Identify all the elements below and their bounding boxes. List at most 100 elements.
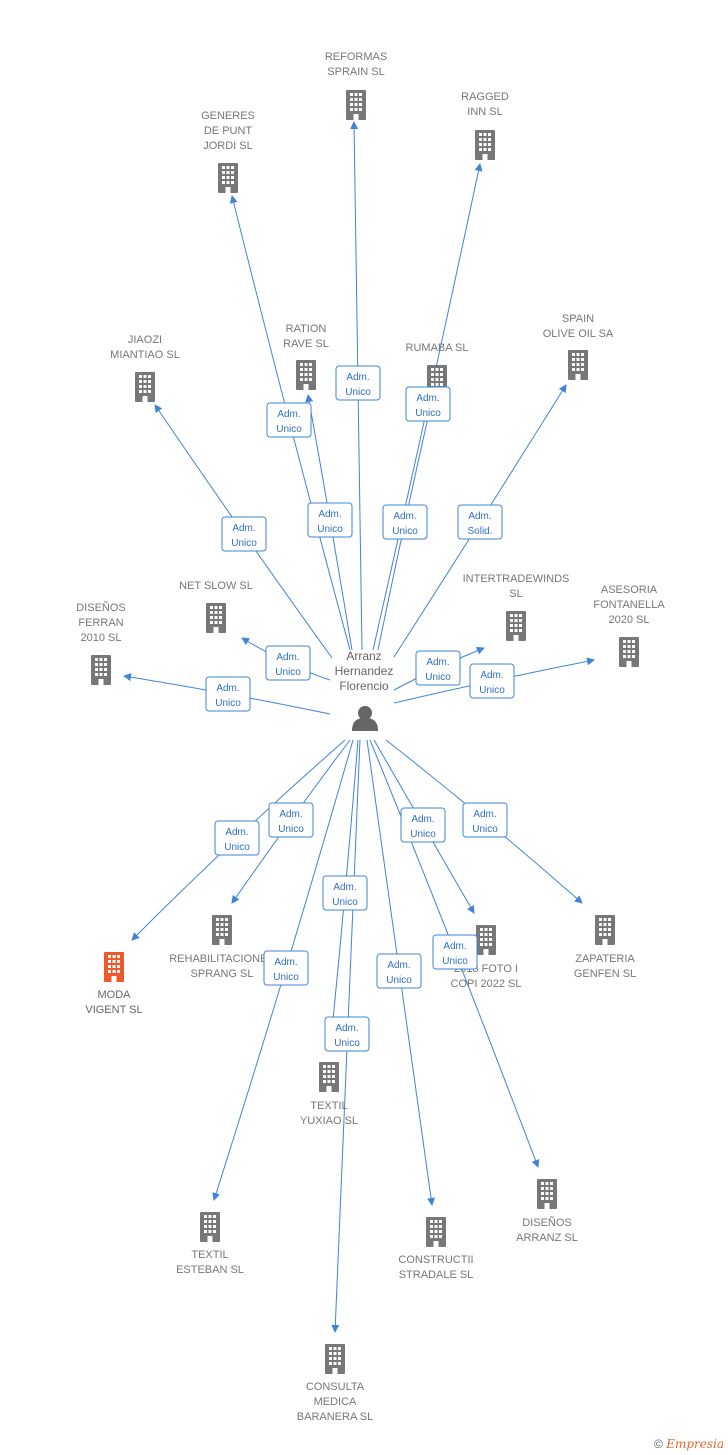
brand-logo[interactable]: Empresia	[666, 1437, 724, 1451]
role-badge-textil-yuxiao[interactable]: Adm. Unico	[322, 875, 368, 911]
company-label-line: DE PUNT	[204, 125, 253, 137]
role-badge-line: Adm.	[318, 509, 341, 520]
role-badge-line: Unico	[345, 387, 371, 398]
company-node-net-slow[interactable]: NET SLOW SL	[179, 580, 253, 633]
building-icon	[619, 637, 639, 667]
role-badge-rumaba[interactable]: Adm.Unico	[382, 504, 428, 540]
building-icon	[218, 163, 238, 193]
company-node-rumaba[interactable]: RUMABA SL	[406, 342, 469, 395]
company-label-line: SPRANG SL	[191, 968, 254, 980]
role-badge-moda-vigent[interactable]: Adm.Unico	[214, 820, 260, 856]
role-badge-net-slow[interactable]: Adm. Unico	[265, 645, 311, 681]
role-badge-spain-olive[interactable]: Adm.Solid.	[457, 504, 503, 540]
building-icon	[568, 350, 588, 380]
role-badge-line: Adm.	[411, 814, 434, 825]
role-badge-line: Adm.	[277, 409, 300, 420]
company-label-line: RUMABA SL	[406, 342, 469, 354]
building-icon	[200, 1212, 220, 1242]
role-badge-line: Adm.	[276, 652, 299, 663]
building-icon	[104, 952, 124, 982]
person-name-line: Florencio	[339, 679, 389, 693]
role-badge-line: Unico	[415, 408, 441, 419]
role-badge-ration[interactable]: Adm.Unico	[307, 502, 353, 538]
role-badge-intertradewinds[interactable]: Adm.Unico	[415, 650, 461, 686]
role-badge-reformas[interactable]: Adm. Unico	[335, 365, 381, 401]
building-icon	[506, 611, 526, 641]
role-badge-asesoria[interactable]: Adm.Unico	[469, 663, 515, 699]
company-label-line: JORDI SL	[203, 140, 253, 152]
role-badge-foto-copi[interactable]: Adm.Unico	[400, 807, 446, 843]
company-label-line: GENFEN SL	[574, 968, 636, 980]
role-badge-disenos-ferran[interactable]: Adm.Unico	[205, 676, 251, 712]
company-label-line: 2020 SL	[609, 614, 650, 626]
role-badge-line: Adm.	[473, 809, 496, 820]
role-badge-disenos-arranz[interactable]: Adm.Unico	[432, 934, 478, 970]
role-badge-line: Unico	[215, 698, 241, 709]
role-badge-textil-esteban[interactable]: Adm. Unico	[263, 950, 309, 986]
role-badge-box	[415, 650, 461, 686]
company-label-line: ASESORIA	[601, 584, 658, 596]
role-badge-line: Adm.	[480, 670, 503, 681]
company-label-line: REHABILITACIONES	[169, 953, 275, 965]
role-badge-consulta[interactable]: Adm.Unico	[324, 1016, 370, 1052]
role-badge-line: Adm.	[333, 882, 356, 893]
role-badge-line: Unico	[275, 667, 301, 678]
role-badge-line: Adm.	[279, 809, 302, 820]
company-label-line: BARANERA SL	[297, 1411, 373, 1423]
company-label-line: CONSTRUCTII	[398, 1254, 473, 1266]
company-label-line: NET SLOW SL	[179, 580, 253, 592]
role-badge-ragged[interactable]: Adm.Unico	[405, 386, 451, 422]
role-badge-line: Adm.	[232, 523, 255, 534]
building-icon	[206, 603, 226, 633]
role-badge-generes[interactable]: Adm. Unico	[266, 402, 312, 438]
role-badge-box	[400, 807, 446, 843]
role-badge-line: Adm.	[274, 957, 297, 968]
company-label-line: INTERTRADEWINDS	[463, 573, 570, 585]
role-badge-box	[205, 676, 251, 712]
role-badge-box	[335, 365, 381, 401]
role-badge-box	[307, 502, 353, 538]
company-label-line: JIAOZI	[128, 334, 162, 346]
company-label-line: ARRANZ SL	[516, 1232, 578, 1244]
role-badge-box	[382, 504, 428, 540]
person-node[interactable]: Arranz Hernandez Florencio	[335, 649, 394, 731]
footer-credit: © Empresia	[654, 1437, 724, 1451]
role-badge-box	[265, 645, 311, 681]
role-badge-box	[324, 1016, 370, 1052]
role-badge-constructii[interactable]: Adm.Unico	[376, 953, 422, 989]
role-badge-line: Unico	[224, 842, 250, 853]
building-icon	[296, 360, 316, 390]
role-badge-line: Unico	[231, 538, 257, 549]
role-badge-rehabilitaciones[interactable]: Adm.Unico	[268, 802, 314, 838]
company-node-rehabilitaciones[interactable]: REHABILITACIONES SPRANG SL	[169, 915, 275, 980]
role-badge-jiaozi[interactable]: Adm. Unico	[221, 516, 267, 552]
role-badge-line: Unico	[276, 424, 302, 435]
building-icon	[476, 925, 496, 955]
role-badge-line: Adm.	[443, 941, 466, 952]
building-icon	[319, 1062, 339, 1092]
company-label-line: MIANTIAO SL	[110, 349, 180, 361]
role-badge-line: Unico	[273, 972, 299, 983]
company-label-line: CONSULTA	[306, 1381, 365, 1393]
role-badge-zapateria[interactable]: Adm.Unico	[462, 802, 508, 838]
role-badge-line: Unico	[332, 897, 358, 908]
role-badge-line: Adm.	[346, 372, 369, 383]
company-node-jiaozi[interactable]: JIAOZI MIANTIAO SL	[110, 334, 180, 402]
